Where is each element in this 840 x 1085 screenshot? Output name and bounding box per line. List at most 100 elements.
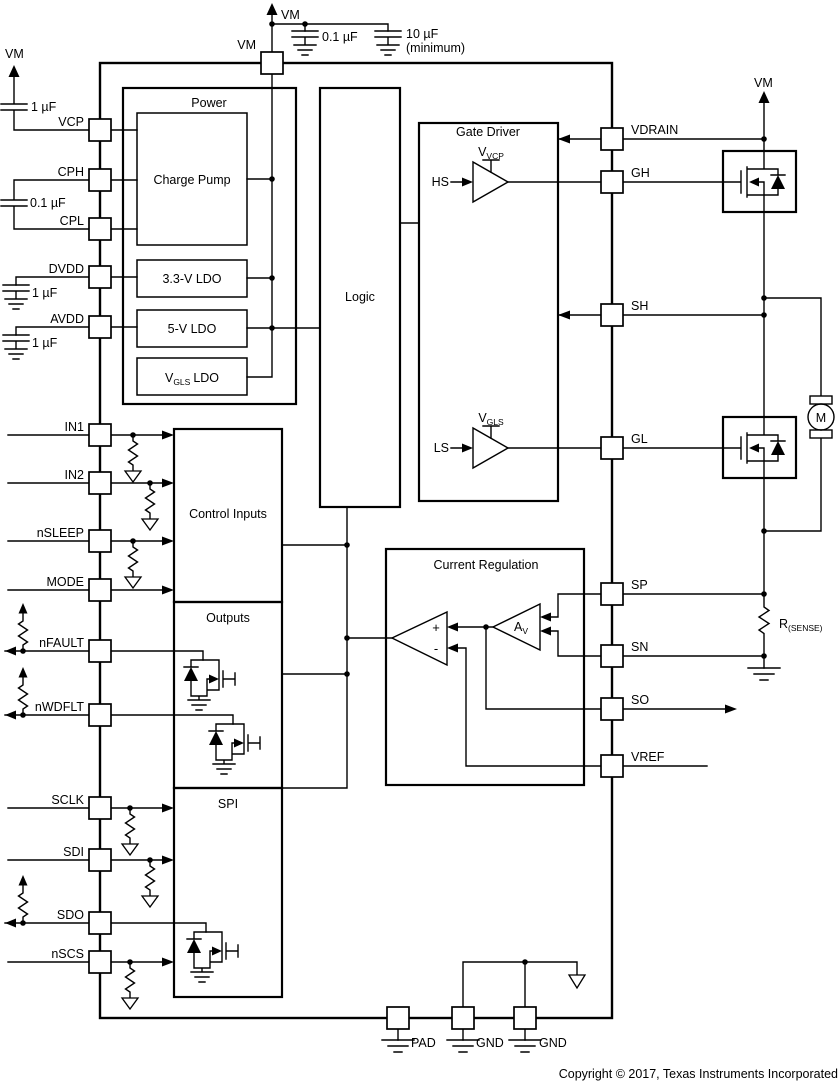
pin-mode: [88, 578, 112, 602]
hs-label: HS: [432, 175, 449, 189]
pin-sclk: [88, 796, 112, 820]
nwdflt-output-fet-icon: [208, 723, 261, 775]
motor-label: M: [816, 411, 826, 425]
nsleep-pulldown-resistor-icon: [124, 540, 142, 589]
bottom-ground-wiring: [381, 959, 587, 1053]
logic-block: [318, 86, 402, 509]
logic-bus-wiring: [281, 222, 420, 789]
pin-avdd: [88, 315, 112, 339]
vgls-label: VGLS: [478, 411, 504, 427]
internal-left-wiring: [110, 129, 234, 1010]
pin-sclk-label: SCLK: [51, 793, 84, 807]
pin-gnd1: [451, 1006, 475, 1030]
gate-driver-block: [417, 121, 560, 503]
dvdd-cap-label: 1 µF: [32, 286, 58, 300]
comparator-plus-label: +: [432, 620, 440, 635]
vm-top-wiring: [266, 3, 402, 56]
pin-so: [600, 697, 624, 721]
pin-sh: [600, 303, 624, 327]
bulk-cap1-label: 0.1 µF: [322, 30, 358, 44]
rsense-ground-icon: [747, 667, 781, 681]
current-regulation-label: Current Regulation: [434, 558, 539, 572]
vm-top-label: VM: [281, 8, 300, 22]
ldo-33-label: 3.3-V LDO: [162, 272, 221, 286]
spi-label: SPI: [218, 797, 238, 811]
internal-power-bus: [246, 73, 321, 378]
nfault-pullup-resistor-icon: [17, 602, 29, 652]
bulk-cap2-label: 10 µF: [406, 27, 439, 41]
pin-nsleep-label: nSLEEP: [37, 526, 84, 540]
cp-cap-label: 0.1 µF: [30, 196, 66, 210]
nscs-pulldown-resistor-icon: [121, 961, 139, 1010]
gnd2-ground-icon: [508, 1039, 542, 1053]
pin-nscs: [88, 950, 112, 974]
low-side-fet-icon: [721, 415, 798, 480]
av-amp-label: AV: [514, 620, 528, 636]
pin-nwdflt-label: nWDFLT: [35, 700, 84, 714]
pin-gl: [600, 436, 624, 460]
bulk-cap1-icon: [291, 30, 319, 56]
vvcp-label: VVCP: [478, 145, 504, 161]
pin-gnd2-label: GND: [539, 1036, 567, 1050]
control-inputs-label: Control Inputs: [189, 507, 267, 521]
pin-gnd1-label: GND: [476, 1036, 504, 1050]
pin-nwdflt: [88, 703, 112, 727]
ldo-5-block: [136, 309, 248, 348]
pin-mode-label: MODE: [47, 575, 85, 589]
vm-right-label: VM: [754, 76, 773, 90]
pin-sp: [600, 582, 624, 606]
pin-nfault: [88, 639, 112, 663]
pin-vcp: [88, 118, 112, 142]
pin-dvdd: [88, 265, 112, 289]
pin-squares: [88, 51, 624, 1030]
pin-sdo: [88, 911, 112, 935]
pin-nfault-label: nFAULT: [39, 636, 84, 650]
pin-sdi: [88, 848, 112, 872]
nwdflt-pullup-resistor-icon: [17, 666, 29, 716]
pin-sh-label: SH: [631, 299, 648, 313]
pin-dvdd-label: DVDD: [49, 262, 84, 276]
pin-cpl-label: CPL: [60, 214, 84, 228]
power-block-label: Power: [191, 96, 226, 110]
rsense-label: R(SENSE): [779, 617, 823, 633]
pin-pad-label: PAD: [411, 1036, 436, 1050]
comparator-minus-label: -: [434, 641, 438, 656]
bulk-cap2-icon: [374, 30, 402, 56]
vm-top-pin-label: VM: [237, 38, 256, 52]
pin-sn: [600, 644, 624, 668]
rsense-resistor-icon: [757, 593, 771, 669]
outputs-label: Outputs: [206, 611, 250, 625]
pin-vref-label: VREF: [631, 750, 665, 764]
in2-pulldown-resistor-icon: [141, 482, 159, 531]
pin-pad: [386, 1006, 410, 1030]
ls-label: LS: [434, 441, 449, 455]
pin-gh-label: GH: [631, 166, 650, 180]
ldo-33-block: [136, 259, 248, 298]
logic-label: Logic: [345, 290, 375, 304]
sclk-pulldown-resistor-icon: [121, 807, 139, 856]
pin-nscs-label: nSCS: [51, 947, 84, 961]
pin-vdrain-label: VDRAIN: [631, 123, 678, 137]
pin-in1-label: IN1: [65, 420, 85, 434]
pin-in2-label: IN2: [65, 468, 85, 482]
pin-sn-label: SN: [631, 640, 648, 654]
ldo-vgls-block: [136, 357, 248, 396]
pin-vm: [260, 51, 284, 75]
pin-sdi-label: SDI: [63, 845, 84, 859]
bulk-cap2-note: (minimum): [406, 41, 465, 55]
in1-pulldown-resistor-icon: [124, 434, 142, 483]
pin-avdd-label: AVDD: [50, 312, 84, 326]
right-external-wiring: [622, 91, 822, 767]
spi-block: [172, 786, 284, 999]
gate-driver-label: Gate Driver: [456, 125, 520, 139]
charge-pump-label: Charge Pump: [153, 173, 230, 187]
gnd1-ground-icon: [446, 1039, 480, 1053]
pin-gnd2: [513, 1006, 537, 1030]
pin-in1: [88, 423, 112, 447]
current-regulation-block: [384, 547, 586, 787]
sdo-output-fet-icon: [186, 931, 239, 983]
pin-sp-label: SP: [631, 578, 648, 592]
pin-gl-label: GL: [631, 432, 648, 446]
